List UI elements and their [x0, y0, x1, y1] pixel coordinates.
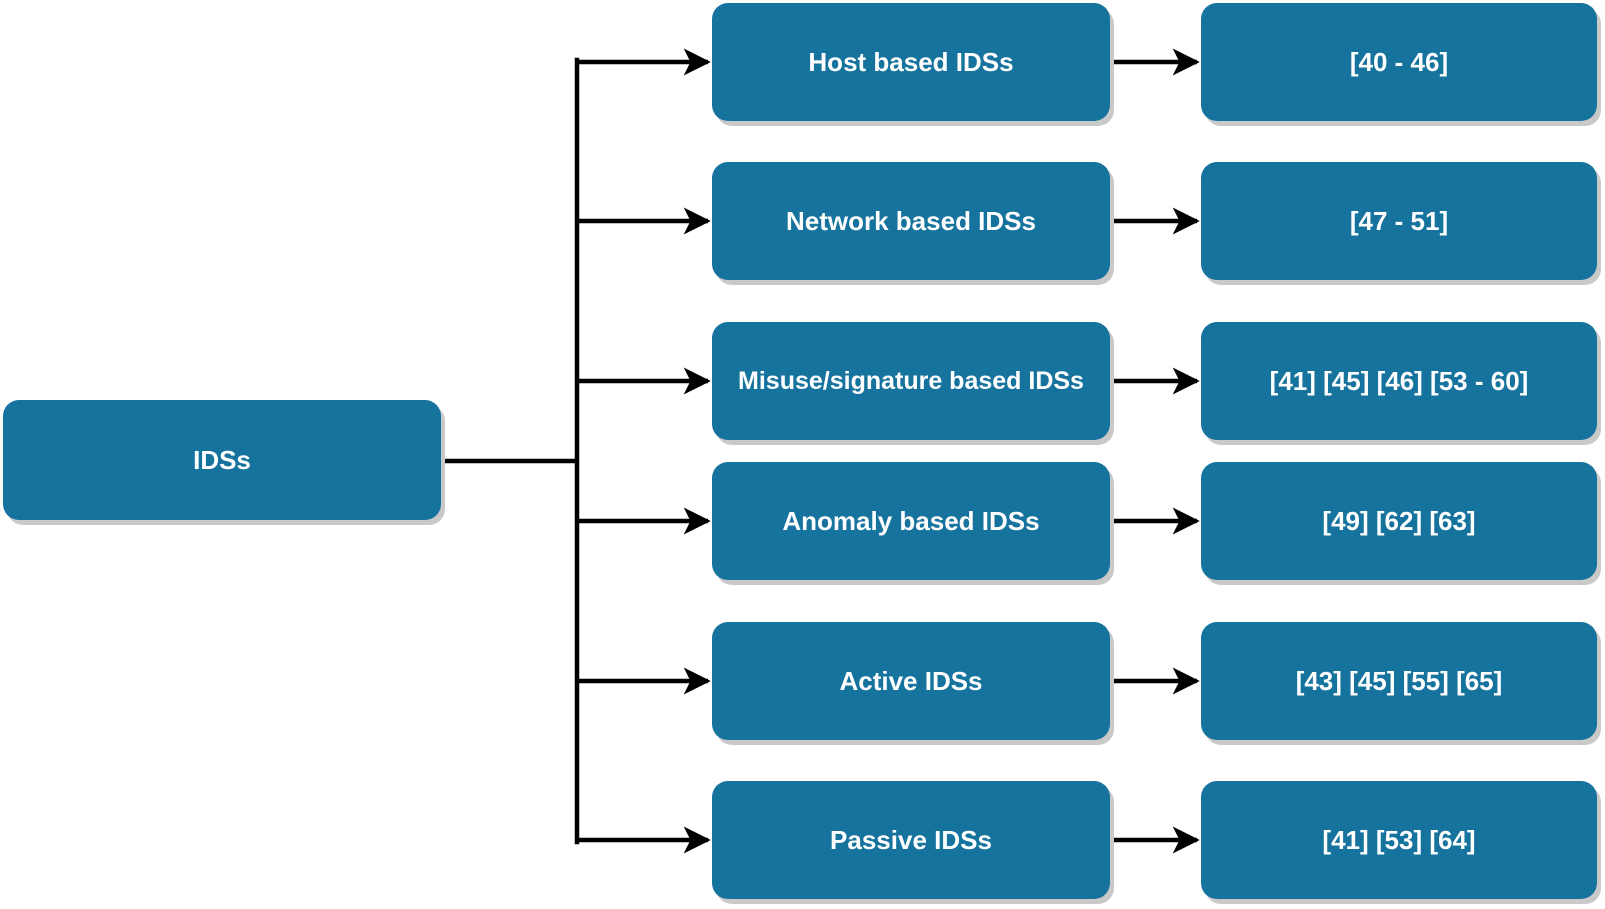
- reference-node-network-based: [47 - 51]: [1201, 162, 1597, 280]
- root-node-label: IDSs: [193, 445, 251, 475]
- reference-label: [41] [53] [64]: [1322, 825, 1476, 855]
- reference-label: [41] [45] [46] [53 - 60]: [1269, 366, 1529, 396]
- category-node-passive: Passive IDSs: [712, 781, 1110, 899]
- category-node-host-based: Host based IDSs: [712, 3, 1110, 121]
- reference-label: [40 - 46]: [1349, 47, 1449, 77]
- reference-node-host-based: [40 - 46]: [1201, 3, 1597, 121]
- reference-node-passive: [41] [53] [64]: [1201, 781, 1597, 899]
- category-label: Active IDSs: [839, 666, 983, 696]
- reference-node-active: [43] [45] [55] [65]: [1201, 622, 1597, 740]
- category-label: Misuse/signature based IDSs: [738, 366, 1084, 395]
- category-node-misuse-signature: Misuse/signature based IDSs: [712, 322, 1110, 440]
- category-label: Host based IDSs: [808, 47, 1014, 77]
- category-node-anomaly-based: Anomaly based IDSs: [712, 462, 1110, 580]
- category-node-network-based: Network based IDSs: [712, 162, 1110, 280]
- reference-label: [43] [45] [55] [65]: [1295, 666, 1503, 696]
- category-node-active: Active IDSs: [712, 622, 1110, 740]
- root-node-idss: IDSs: [3, 400, 441, 520]
- reference-label: [49] [62] [63]: [1322, 506, 1476, 536]
- category-label: Anomaly based IDSs: [782, 506, 1040, 536]
- reference-node-anomaly-based: [49] [62] [63]: [1201, 462, 1597, 580]
- reference-node-misuse-signature: [41] [45] [46] [53 - 60]: [1201, 322, 1597, 440]
- reference-label: [47 - 51]: [1349, 206, 1449, 236]
- category-label: Network based IDSs: [786, 206, 1036, 236]
- category-label: Passive IDSs: [830, 825, 992, 855]
